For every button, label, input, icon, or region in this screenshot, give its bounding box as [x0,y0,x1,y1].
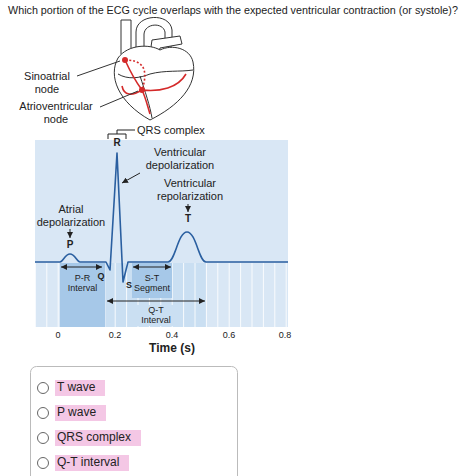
interval-band-fill [132,263,172,298]
conduction-path [125,60,142,90]
grid-line [46,263,47,327]
grid-line [58,263,59,327]
axis-tick: 0.8 [273,330,297,340]
interval-label: S-T Segment [133,273,171,294]
leader-line [77,61,120,76]
radio-button [38,458,49,469]
grid-line [206,263,207,327]
wave-letter: P [64,239,76,251]
wave-letter: Q [96,271,106,281]
leader-line [117,130,135,134]
axis-title: Time (s) [132,342,212,356]
radio-button [38,433,49,444]
axis-tick: 0.4 [160,330,184,340]
conduction-path [122,86,142,94]
av-node-dot [139,87,145,93]
grid-line [115,263,116,327]
grid-line [35,263,36,327]
grid-line [126,263,127,327]
option-text: T wave [57,381,95,395]
grid-line [252,263,253,327]
wave-label: Ventricular depolarization [128,146,232,171]
axis-tick: 0.2 [103,330,127,340]
answer-option: QRS complex [55,430,141,446]
grid-line [274,263,275,327]
option-text: QRS complex [57,431,131,445]
wave-label: QRS complex [137,124,227,137]
grid-line [217,263,218,327]
answer-option: Q-T interval [55,455,129,471]
heart-illustration [114,17,193,120]
grid-lines [35,263,286,327]
conduction-path [142,90,150,114]
interval-arrow [61,267,102,268]
grid-line [286,263,287,327]
sa-node-dot [122,57,128,63]
option-text: Q-T interval [57,456,119,470]
conduction-path [142,74,186,90]
interval-label: Q-T Interval [134,305,178,326]
interval-arrow [107,301,205,302]
grid-line [183,263,184,327]
pointer-arrow [70,229,71,238]
septum [140,76,152,118]
pointer-arrow [122,173,140,183]
leader-line [100,91,138,107]
wave-label: Atrial depolarization [24,203,118,228]
grid-line [229,263,230,327]
grid-line [195,263,196,327]
qt-shading [106,263,206,327]
answer-option: T wave [55,380,105,396]
wave-letter: T [182,213,194,225]
grid-line [240,263,241,327]
interval-arrow [133,267,171,268]
option-text: P wave [57,406,96,420]
radio-button [38,383,49,394]
wave-label: Ventricular repolarization [138,177,242,202]
answer-panel [31,367,238,476]
interval-band: S-T Segment [132,273,172,294]
axis-tick: 0.6 [217,330,241,340]
question-title: Which portion of the ECG cycle overlaps … [8,4,458,16]
pointer-arrow [188,204,189,212]
interval-band-fill [60,263,105,327]
heart-outline [114,46,193,120]
conduction-path [125,60,145,90]
structure-label: Atrioventricular node [8,100,104,125]
radio-button [38,408,49,419]
chart-background [35,140,288,327]
wave-letter: S [124,280,134,290]
grid-line [263,263,264,327]
wave-letter: R [112,137,122,149]
structure-label: Sinoatrial node [18,70,76,95]
valve-plane [118,70,193,78]
answer-option: P wave [55,405,106,421]
axis-tick: 0 [46,330,70,340]
